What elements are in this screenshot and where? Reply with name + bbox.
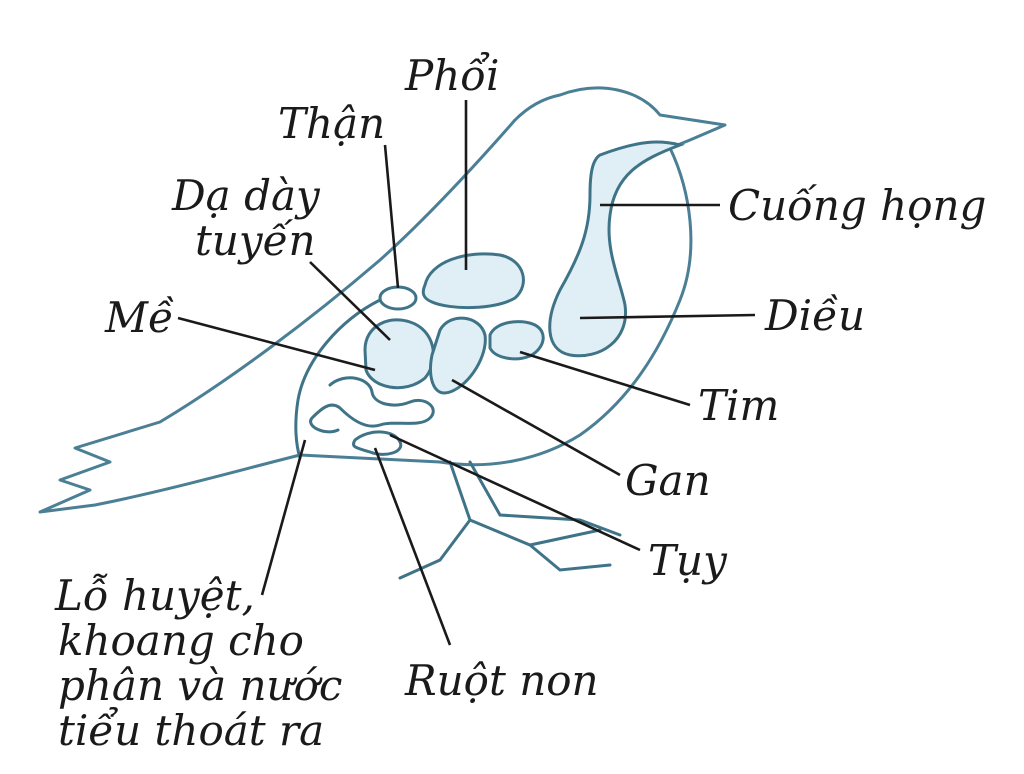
- label-gan: Gan: [625, 456, 711, 505]
- kidney-organ: [378, 285, 418, 311]
- label-dieu: Diều: [764, 291, 865, 340]
- intestine-loop: [352, 430, 403, 456]
- leader-than: [383, 144, 400, 289]
- leader-me: [177, 316, 376, 372]
- bird-legs: [398, 460, 622, 580]
- throat-organ: [548, 140, 686, 358]
- liver-organ: [429, 316, 487, 395]
- label-lo-huyet-3: phân và nước: [58, 661, 342, 710]
- lung-organ: [421, 252, 525, 310]
- label-phoi: Phổi: [404, 51, 499, 100]
- label-lo-huyet-2: khoang cho: [58, 616, 304, 665]
- label-me: Mề: [104, 293, 174, 342]
- leader-tuy: [389, 433, 641, 552]
- label-da-day-2: tuyến: [195, 216, 316, 265]
- leader-dieu: [579, 313, 756, 320]
- intestine-organ: [309, 376, 435, 434]
- gizzard-organ: [363, 318, 435, 390]
- leader-da-day: [309, 261, 391, 341]
- cloaca-tube: [294, 298, 382, 460]
- leader-ruot-non: [373, 447, 452, 646]
- heart-organ: [488, 320, 545, 361]
- label-da-day-1: Dạ dày: [171, 171, 321, 220]
- label-ruot-non: Ruột non: [404, 656, 599, 705]
- leader-tim: [519, 350, 691, 407]
- label-cuong-hong: Cuống họng: [728, 181, 986, 230]
- leader-gan: [451, 378, 621, 477]
- label-lo-huyet-1: Lỗ huyệt,: [54, 571, 255, 620]
- leader-lo-huyet: [260, 439, 307, 596]
- label-tim: Tim: [698, 381, 779, 430]
- label-tuy: Tụy: [648, 536, 728, 585]
- label-lo-huyet-4: tiểu thoát ra: [58, 706, 324, 755]
- label-than: Thận: [278, 99, 385, 148]
